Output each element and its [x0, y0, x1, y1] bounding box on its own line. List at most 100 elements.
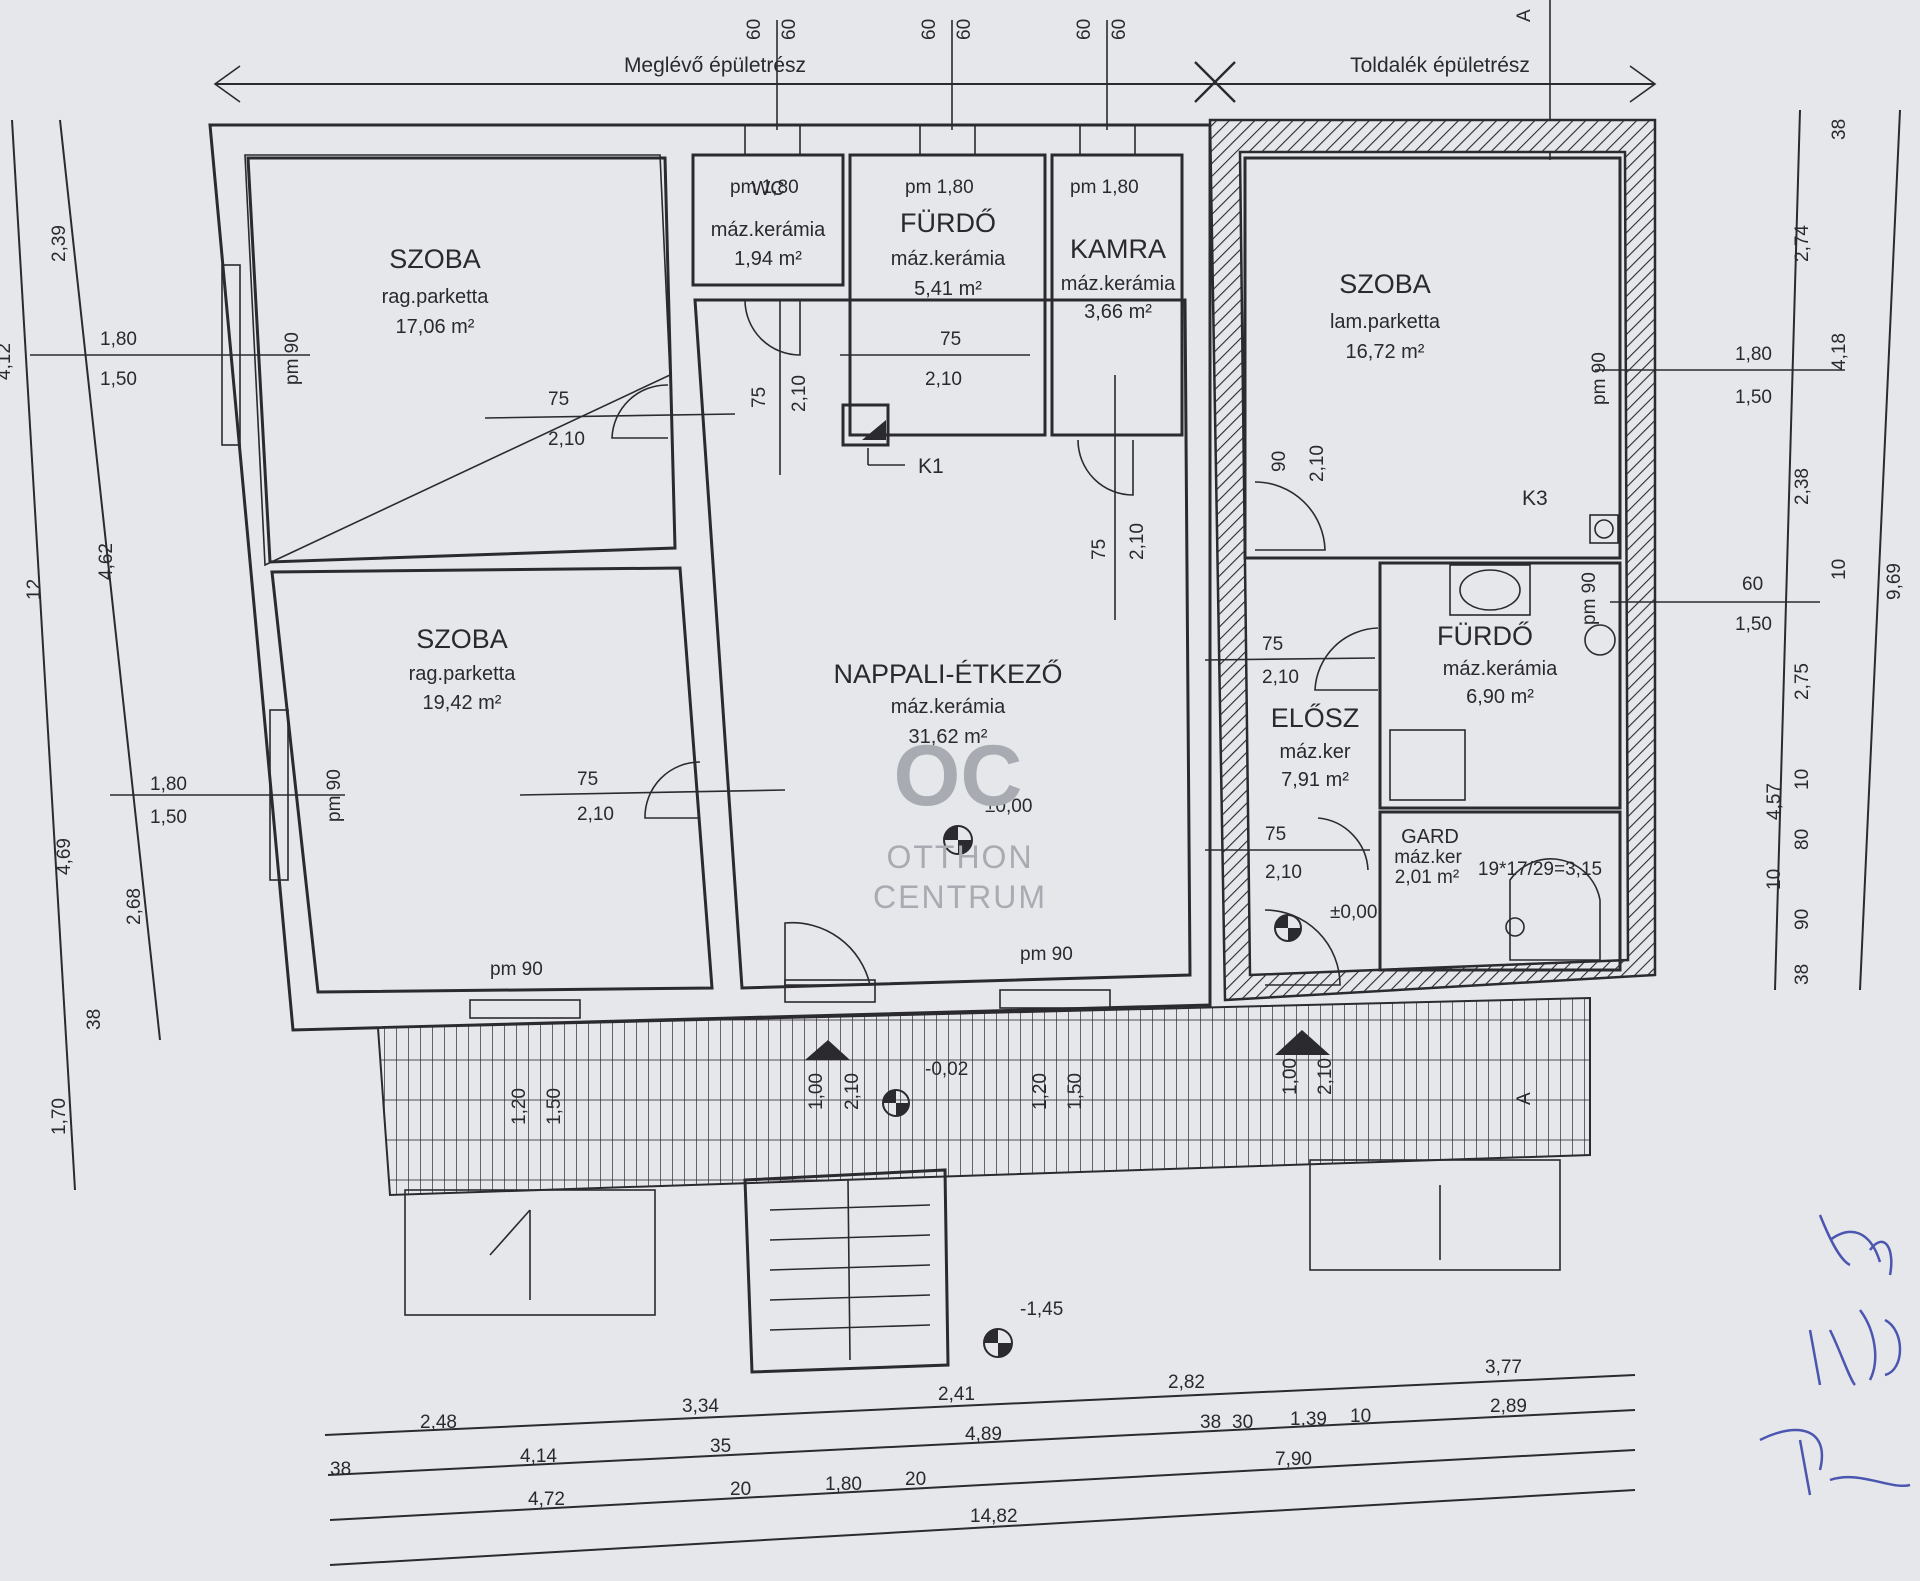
svg-text:máz.kerámia: máz.kerámia [891, 696, 1006, 718]
door-width: 90 [1269, 451, 1290, 472]
bottom-dim-r2: 10 [1350, 1406, 1371, 1427]
top-dim: 60 [744, 19, 765, 40]
left-dim: 12 [24, 579, 45, 600]
svg-text:5,41 m²: 5,41 m² [914, 278, 982, 300]
section-a-marker-bottom: A [1514, 1092, 1535, 1105]
room-szoba-1: SZOBA rag.parketta 17,06 m² pm 90 75 2,1… [282, 244, 736, 450]
terrace-dim: 2,10 [842, 1073, 863, 1110]
extension-building: K3 [1208, 118, 1657, 1002]
window-label: pm 1,80 [905, 177, 974, 198]
svg-text:6,90 m²: 6,90 m² [1466, 686, 1534, 708]
terrace-level: -0,02 [925, 1059, 968, 1080]
terrace-dim: 1,50 [1065, 1073, 1086, 1110]
k3-label: K3 [1522, 487, 1548, 510]
right-dim: 4,57 [1764, 783, 1785, 820]
svg-text:rag.parketta: rag.parketta [382, 286, 490, 308]
door-height: 2,10 [1127, 523, 1148, 560]
svg-text:máz.kerámia: máz.kerámia [1061, 273, 1176, 295]
right-dim: 10 [1829, 559, 1850, 580]
window-label: pm 90 [1589, 352, 1610, 405]
left-dim: 4,12 [0, 343, 15, 380]
svg-text:máz.kerámia: máz.kerámia [711, 219, 826, 241]
room-wc: WC máz.kerámia 1,94 m² pm 1,80 75 2,10 [711, 177, 826, 475]
door-height: 2,10 [1307, 445, 1328, 482]
existing-building: K1 [208, 123, 1212, 1032]
bottom-dim-r2: 30 [1232, 1412, 1253, 1433]
right-dim: 90 [1792, 909, 1813, 930]
svg-text:rag.parketta: rag.parketta [409, 663, 517, 685]
svg-text:SZOBA: SZOBA [416, 624, 508, 654]
room-eloszoba: ELŐSZ máz.ker 7,91 m² 75 2,10 ±0,00 [1204, 627, 1379, 986]
terrace-dim: 1,20 [1030, 1073, 1051, 1110]
door-width: 75 [1262, 634, 1283, 655]
right-dim: 9,69 [1884, 563, 1905, 600]
existing-section-label: Meglévő épületrész [624, 54, 806, 77]
door-width: 75 [749, 387, 770, 408]
floor-level: ±0,00 [985, 796, 1032, 817]
room-gard: GARD máz.ker 2,01 m² 75 2,10 19*17/29=3,… [1205, 817, 1602, 888]
svg-text:CENTRUM: CENTRUM [873, 879, 1047, 915]
extension-section-label: Toldalék épületrész [1350, 54, 1530, 77]
svg-text:SZOBA: SZOBA [389, 244, 481, 274]
svg-text:2,01 m²: 2,01 m² [1395, 867, 1459, 888]
ground-level: -1,45 [1020, 1299, 1063, 1320]
bottom-dim-r4: 14,82 [970, 1506, 1018, 1527]
bottom-dim-r3: 20 [730, 1479, 751, 1500]
bottom-dim-r2: 38 [1200, 1412, 1221, 1433]
right-dimension-chains: 38 2,74 4,18 1,80 1,50 2,38 60 1,50 10 9… [1595, 109, 1905, 991]
door-height: 2,10 [1265, 862, 1302, 883]
right-dim: 38 [1792, 964, 1813, 985]
room-szoba-3: SZOBA lam.parketta 16,72 m² pm 90 90 2,1… [1254, 269, 1610, 551]
right-dim: 38 [1829, 119, 1850, 140]
k1-label: K1 [918, 455, 944, 478]
window-label: pm 90 [490, 959, 543, 980]
svg-text:ELŐSZ: ELŐSZ [1271, 702, 1360, 733]
svg-text:máz.kerámia: máz.kerámia [1443, 658, 1558, 680]
bottom-dim-r2: 4,89 [965, 1424, 1002, 1445]
room-kamra: pm 1,80 KAMRA máz.kerámia 3,66 m² 75 2,1… [1061, 177, 1176, 620]
stair-formula: 19*17/29=3,15 [1478, 859, 1602, 880]
window-w: 1,80 [150, 774, 187, 795]
right-dim: 1,80 [1735, 344, 1772, 365]
right-dim: 2,75 [1792, 663, 1813, 700]
window-label: pm 90 [282, 332, 303, 385]
top-section-dimension: Meglévő épületrész Toldalék épületrész [213, 54, 1657, 103]
right-dim: 2,74 [1792, 225, 1813, 262]
right-dim: 4,18 [1829, 333, 1850, 370]
top-dim: 60 [954, 19, 975, 40]
svg-text:máz.ker: máz.ker [1394, 847, 1462, 868]
terrace-dim: 1,20 [509, 1088, 530, 1125]
terrace-dim: 1,00 [806, 1073, 827, 1110]
terrace: -0,02 -1,45 1,20 1,50 1,00 2,10 1,20 1,5… [376, 996, 1591, 1374]
terrace-dim: 2,10 [1315, 1058, 1336, 1095]
bottom-dim-r1: 2,41 [938, 1384, 975, 1405]
bottom-dim-r1: 3,77 [1485, 1357, 1522, 1378]
door-width: 75 [577, 769, 598, 790]
svg-text:17,06 m²: 17,06 m² [396, 316, 475, 338]
left-dim: 2,68 [124, 888, 145, 925]
svg-text:19,42 m²: 19,42 m² [423, 692, 502, 714]
top-dim: 60 [919, 19, 940, 40]
bottom-dim-r1: 2,82 [1168, 1372, 1205, 1393]
svg-text:OTTHON: OTTHON [886, 839, 1033, 875]
left-dim: 38 [84, 1009, 105, 1030]
bottom-dim-r2: 1,39 [1290, 1409, 1327, 1430]
left-dim: 4,69 [54, 838, 75, 875]
left-dim: 1,50 [100, 369, 137, 390]
bottom-dim-r3: 7,90 [1275, 1449, 1312, 1470]
bottom-dim-r3: 1,80 [825, 1474, 862, 1495]
svg-text:1,94 m²: 1,94 m² [734, 248, 802, 270]
window-label: pm 1,80 [1070, 177, 1139, 198]
bottom-dimension-chains: 2,48 3,34 2,41 2,82 3,77 38 4,14 35 4,89… [324, 1357, 1636, 1566]
door-width: 75 [1265, 824, 1286, 845]
svg-text:FÜRDŐ: FÜRDŐ [1437, 620, 1533, 651]
svg-text:31,62 m²: 31,62 m² [909, 726, 988, 748]
door-height: 2,10 [789, 375, 810, 412]
svg-text:3,66 m²: 3,66 m² [1084, 301, 1152, 323]
room-szoba-2: SZOBA rag.parketta 19,42 m² pm 90 75 2,1… [324, 624, 786, 980]
top-window-dims: 60 60 60 60 60 60 A [744, 0, 1551, 160]
door-height: 2,10 [548, 429, 585, 450]
top-dim: 60 [779, 19, 800, 40]
handwritten-signature [1759, 1214, 1911, 1496]
